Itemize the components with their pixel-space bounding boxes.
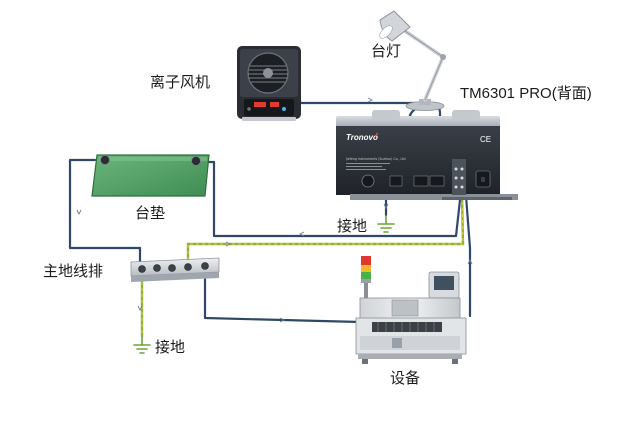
- tm6301-monitor: Tronovo CE Jiefeng Instruments (Suzhou) …: [336, 110, 518, 200]
- ce-mark-icon: CE: [480, 135, 491, 144]
- label-ground-top: 接地: [337, 217, 368, 235]
- label-monitor-title: TM6301 PRO(背面): [460, 85, 592, 102]
- label-lamp: 台灯: [371, 42, 402, 60]
- desk-lamp: [379, 10, 446, 111]
- ground-busbar: [130, 257, 220, 282]
- device-brand: Tronovo: [346, 133, 378, 142]
- device-company: Jiefeng Instruments (Suzhou) Co., Ltd: [345, 157, 406, 161]
- label-ionizer: 离子风机: [150, 73, 211, 91]
- label-mat: 台垫: [135, 204, 166, 222]
- cables: [68, 98, 472, 324]
- arrow-icon: [76, 97, 473, 323]
- cable-mat-monitor: [198, 160, 462, 238]
- cable-busbar-equipment: [203, 273, 362, 324]
- label-equipment: 设备: [390, 369, 421, 387]
- cable-mat-left: [68, 158, 142, 264]
- label-busbar: 主地线排: [43, 262, 104, 280]
- work-mat: [91, 154, 210, 197]
- cable-monitor-equipment: [464, 194, 472, 318]
- ground-wire-monitor-busbar: [186, 194, 465, 264]
- ground-icon: [133, 336, 151, 354]
- ground-icon: [377, 215, 395, 233]
- label-ground-bottom: 接地: [155, 338, 186, 356]
- equipment-machine: [355, 256, 467, 364]
- ionizer-device: [237, 46, 301, 121]
